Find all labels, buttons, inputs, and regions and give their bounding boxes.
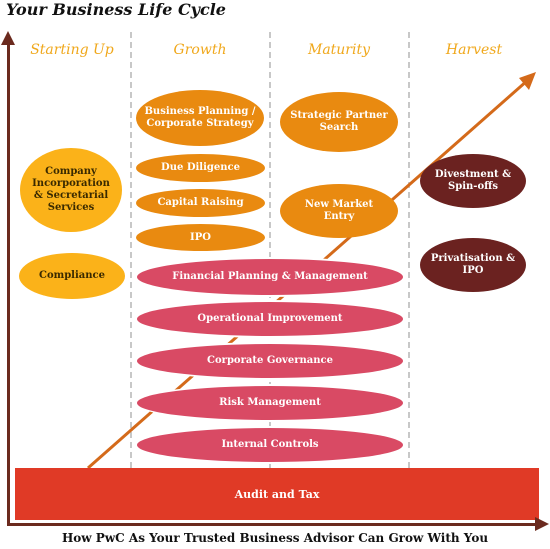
node-privatisation: Privatisation & IPO <box>420 238 526 292</box>
growth-arrow-head <box>519 72 536 90</box>
phase-label-maturity: Maturity <box>307 42 371 58</box>
node-risk-management: Risk Management <box>135 384 405 422</box>
diagram-title: Your Business Life Cycle <box>6 0 226 19</box>
phase-label-growth: Growth <box>173 42 227 58</box>
node-financial-planning: Financial Planning & Management <box>135 257 405 297</box>
node-company-incorporation: Company Incorporation & Secretarial Serv… <box>20 148 122 232</box>
y-axis <box>7 44 10 526</box>
x-axis-arrowhead <box>535 517 549 531</box>
node-corporate-governance: Corporate Governance <box>135 342 405 380</box>
node-ipo: IPO <box>136 224 265 251</box>
node-capital-raising: Capital Raising <box>136 189 265 217</box>
phase-label-starting-up: Starting Up <box>30 42 114 58</box>
node-strategic-partner-search: Strategic Partner Search <box>280 92 398 152</box>
node-internal-controls: Internal Controls <box>135 426 405 464</box>
node-compliance: Compliance <box>19 253 125 299</box>
node-due-diligence: Due Diligence <box>136 154 265 182</box>
y-axis-arrowhead <box>1 31 15 45</box>
diagram-caption: How PwC As Your Trusted Business Advisor… <box>61 531 489 545</box>
x-axis <box>7 523 537 526</box>
phase-divider <box>269 32 271 468</box>
phase-divider <box>408 32 410 468</box>
node-operational-improvement: Operational Improvement <box>135 300 405 338</box>
audit-and-tax-bar: Audit and Tax <box>15 468 539 520</box>
node-new-market-entry: New Market Entry <box>280 184 398 238</box>
phase-divider <box>130 32 132 468</box>
node-divestment: Divestment & Spin-offs <box>420 154 526 208</box>
phase-label-harvest: Harvest <box>445 42 503 58</box>
node-business-planning: Business Planning / Corporate Strategy <box>136 90 264 146</box>
